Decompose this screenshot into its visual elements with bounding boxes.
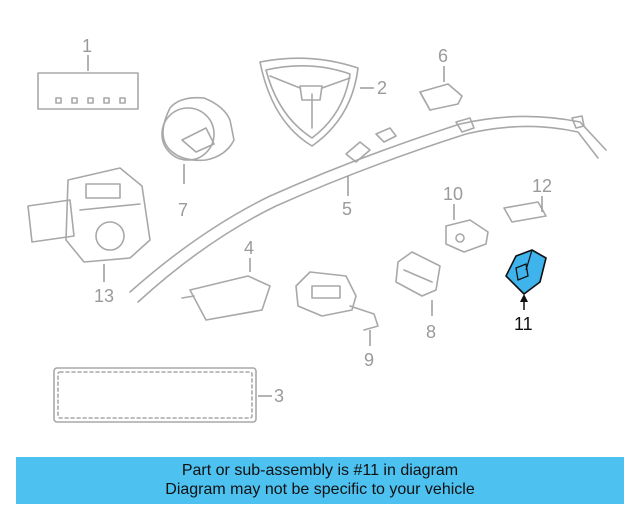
part-2-steering-airbag bbox=[259, 57, 374, 147]
part-3-panel-cover bbox=[53, 367, 272, 423]
parts-diagram: 1 2 6 7 5 bbox=[27, 36, 607, 423]
part-4-knee-airbag bbox=[181, 258, 271, 321]
part-5-curtain-airbag bbox=[129, 115, 607, 303]
part-9-passenger-airbag bbox=[295, 271, 379, 346]
banner-line-1: Part or sub-assembly is #11 in diagram bbox=[181, 462, 459, 479]
callout-2: 2 bbox=[377, 78, 387, 98]
part-10-sensor bbox=[445, 204, 489, 253]
callout-13: 13 bbox=[94, 286, 114, 306]
info-banner: Part or sub-assembly is #11 in diagram D… bbox=[16, 457, 624, 504]
part-13-control-module bbox=[27, 167, 151, 282]
callout-11: 11 bbox=[514, 314, 533, 334]
part-6-sensor bbox=[419, 66, 463, 111]
callout-12: 12 bbox=[532, 176, 552, 196]
callout-7: 7 bbox=[178, 200, 188, 220]
part-11-sensor-highlighted bbox=[505, 249, 547, 310]
callout-9: 9 bbox=[364, 350, 374, 370]
callout-6: 6 bbox=[438, 46, 448, 66]
part-7-clock-spring bbox=[161, 96, 235, 184]
callout-3: 3 bbox=[274, 386, 284, 406]
part-8-seat-sensor bbox=[395, 251, 441, 316]
callout-8: 8 bbox=[426, 322, 436, 342]
part-12-sensor bbox=[503, 196, 547, 223]
callout-4: 4 bbox=[244, 238, 254, 258]
banner-line-2: Diagram may not be specific to your vehi… bbox=[165, 481, 475, 498]
callout-1: 1 bbox=[82, 36, 92, 56]
callout-10: 10 bbox=[443, 184, 463, 204]
callout-5: 5 bbox=[342, 199, 352, 219]
part-1-connector bbox=[37, 55, 139, 110]
